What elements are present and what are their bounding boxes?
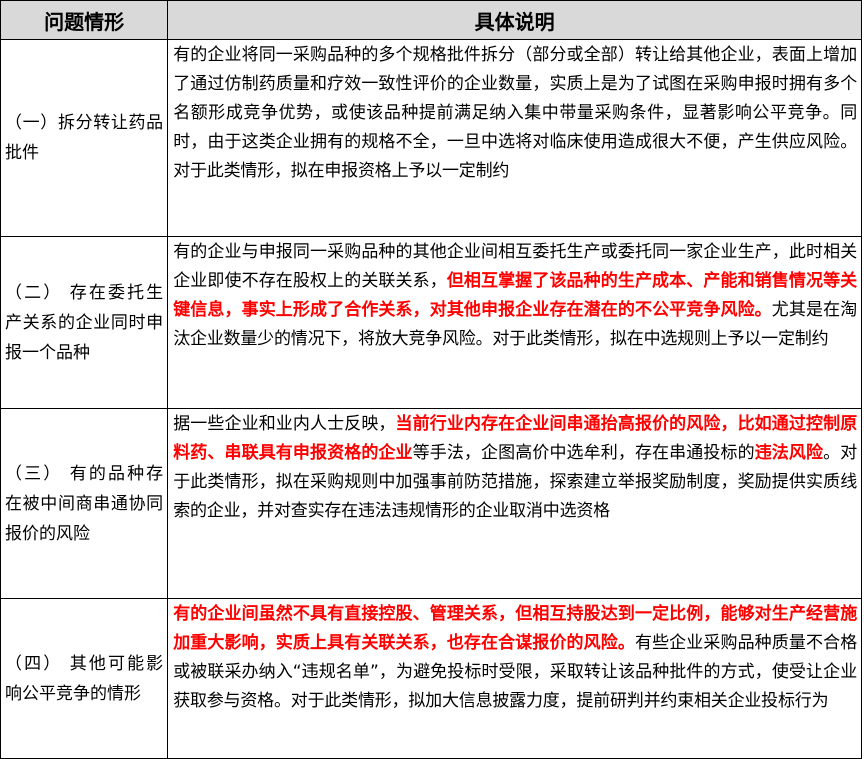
description-cell: 有的企业间虽然不具有直接控股、管理关系，但相互持股达到一定比例，能够对生产经营施… [167,598,862,759]
table-row: （三） 有的品种存在被中间商串通协同报价的风险 据一些企业和业内人士反映，当前行… [0,408,862,599]
description-text: 有的企业将同一采购品种的多个规格批件拆分（部分或全部）转让给其他企业，表面上增加… [173,45,857,181]
highlighted-text: 当前行业内存在企业间串通抬高报价的风险，比如通过控制原料药、串联具有申报资格的企… [173,414,857,463]
category-cell: （四） 其他可能影响公平竞争的情形 [0,598,169,759]
category-cell: （二） 存在委托生产关系的企业同时申报一个品种 [0,236,169,409]
highlighted-text: 但相互掌握了该品种的生产成本、产能和销售情况等关键信息，事实上形成了合作关系，对… [173,271,857,320]
table-row: （二） 存在委托生产关系的企业同时申报一个品种 有的企业与申报同一采购品种的其他… [0,236,862,409]
highlighted-text: 有的企业间虽然不具有直接控股、管理关系，但相互持股达到一定比例，能够对生产经营施… [173,604,857,653]
header-description: 具体说明 [167,0,862,40]
header-problem-case: 问题情形 [0,0,169,40]
description-text: 据一些企业和业内人士反映， [173,414,396,434]
description-cell: 据一些企业和业内人士反映，当前行业内存在企业间串通抬高报价的风险，比如通过控制原… [167,408,862,599]
description-cell: 有的企业与申报同一采购品种的其他企业间相互委托生产或委托同一家企业生产，此时相关… [167,236,862,409]
description-text: 有些企业采购品种质量不合格或被联采办纳入“违规名单”，为避免投标时受限，采取转让… [173,633,857,711]
description-cell: 有的企业将同一采购品种的多个规格批件拆分（部分或全部）转让给其他企业，表面上增加… [167,39,862,237]
description-text: 有的企业与申报同一采购品种的其他企业间相互委托生产或委托同一家企业生产，此时相关… [173,242,857,291]
table-row: （一）拆分转让药品批件 有的企业将同一采购品种的多个规格批件拆分（部分或全部）转… [0,39,862,237]
description-text: 。对于此类情形，拟在采购规则中加强事前防范措施，探索建立举报奖励制度，奖励提供实… [173,443,858,521]
description-text: 尤其是在淘汰企业数量少的情况下，将放大竞争风险。对于此类情形，拟在中选规则上予以… [173,300,858,349]
table-header-row: 问题情形 具体说明 [0,0,862,40]
category-cell: （一）拆分转让药品批件 [0,39,169,237]
description-text: 等手法，企图高价中选牟利，存在串通投标的 [412,443,755,463]
highlighted-text: 违法风险 [754,443,824,463]
category-cell: （三） 有的品种存在被中间商串通协同报价的风险 [0,408,169,599]
table-row: （四） 其他可能影响公平竞争的情形 有的企业间虽然不具有直接控股、管理关系，但相… [0,598,862,759]
